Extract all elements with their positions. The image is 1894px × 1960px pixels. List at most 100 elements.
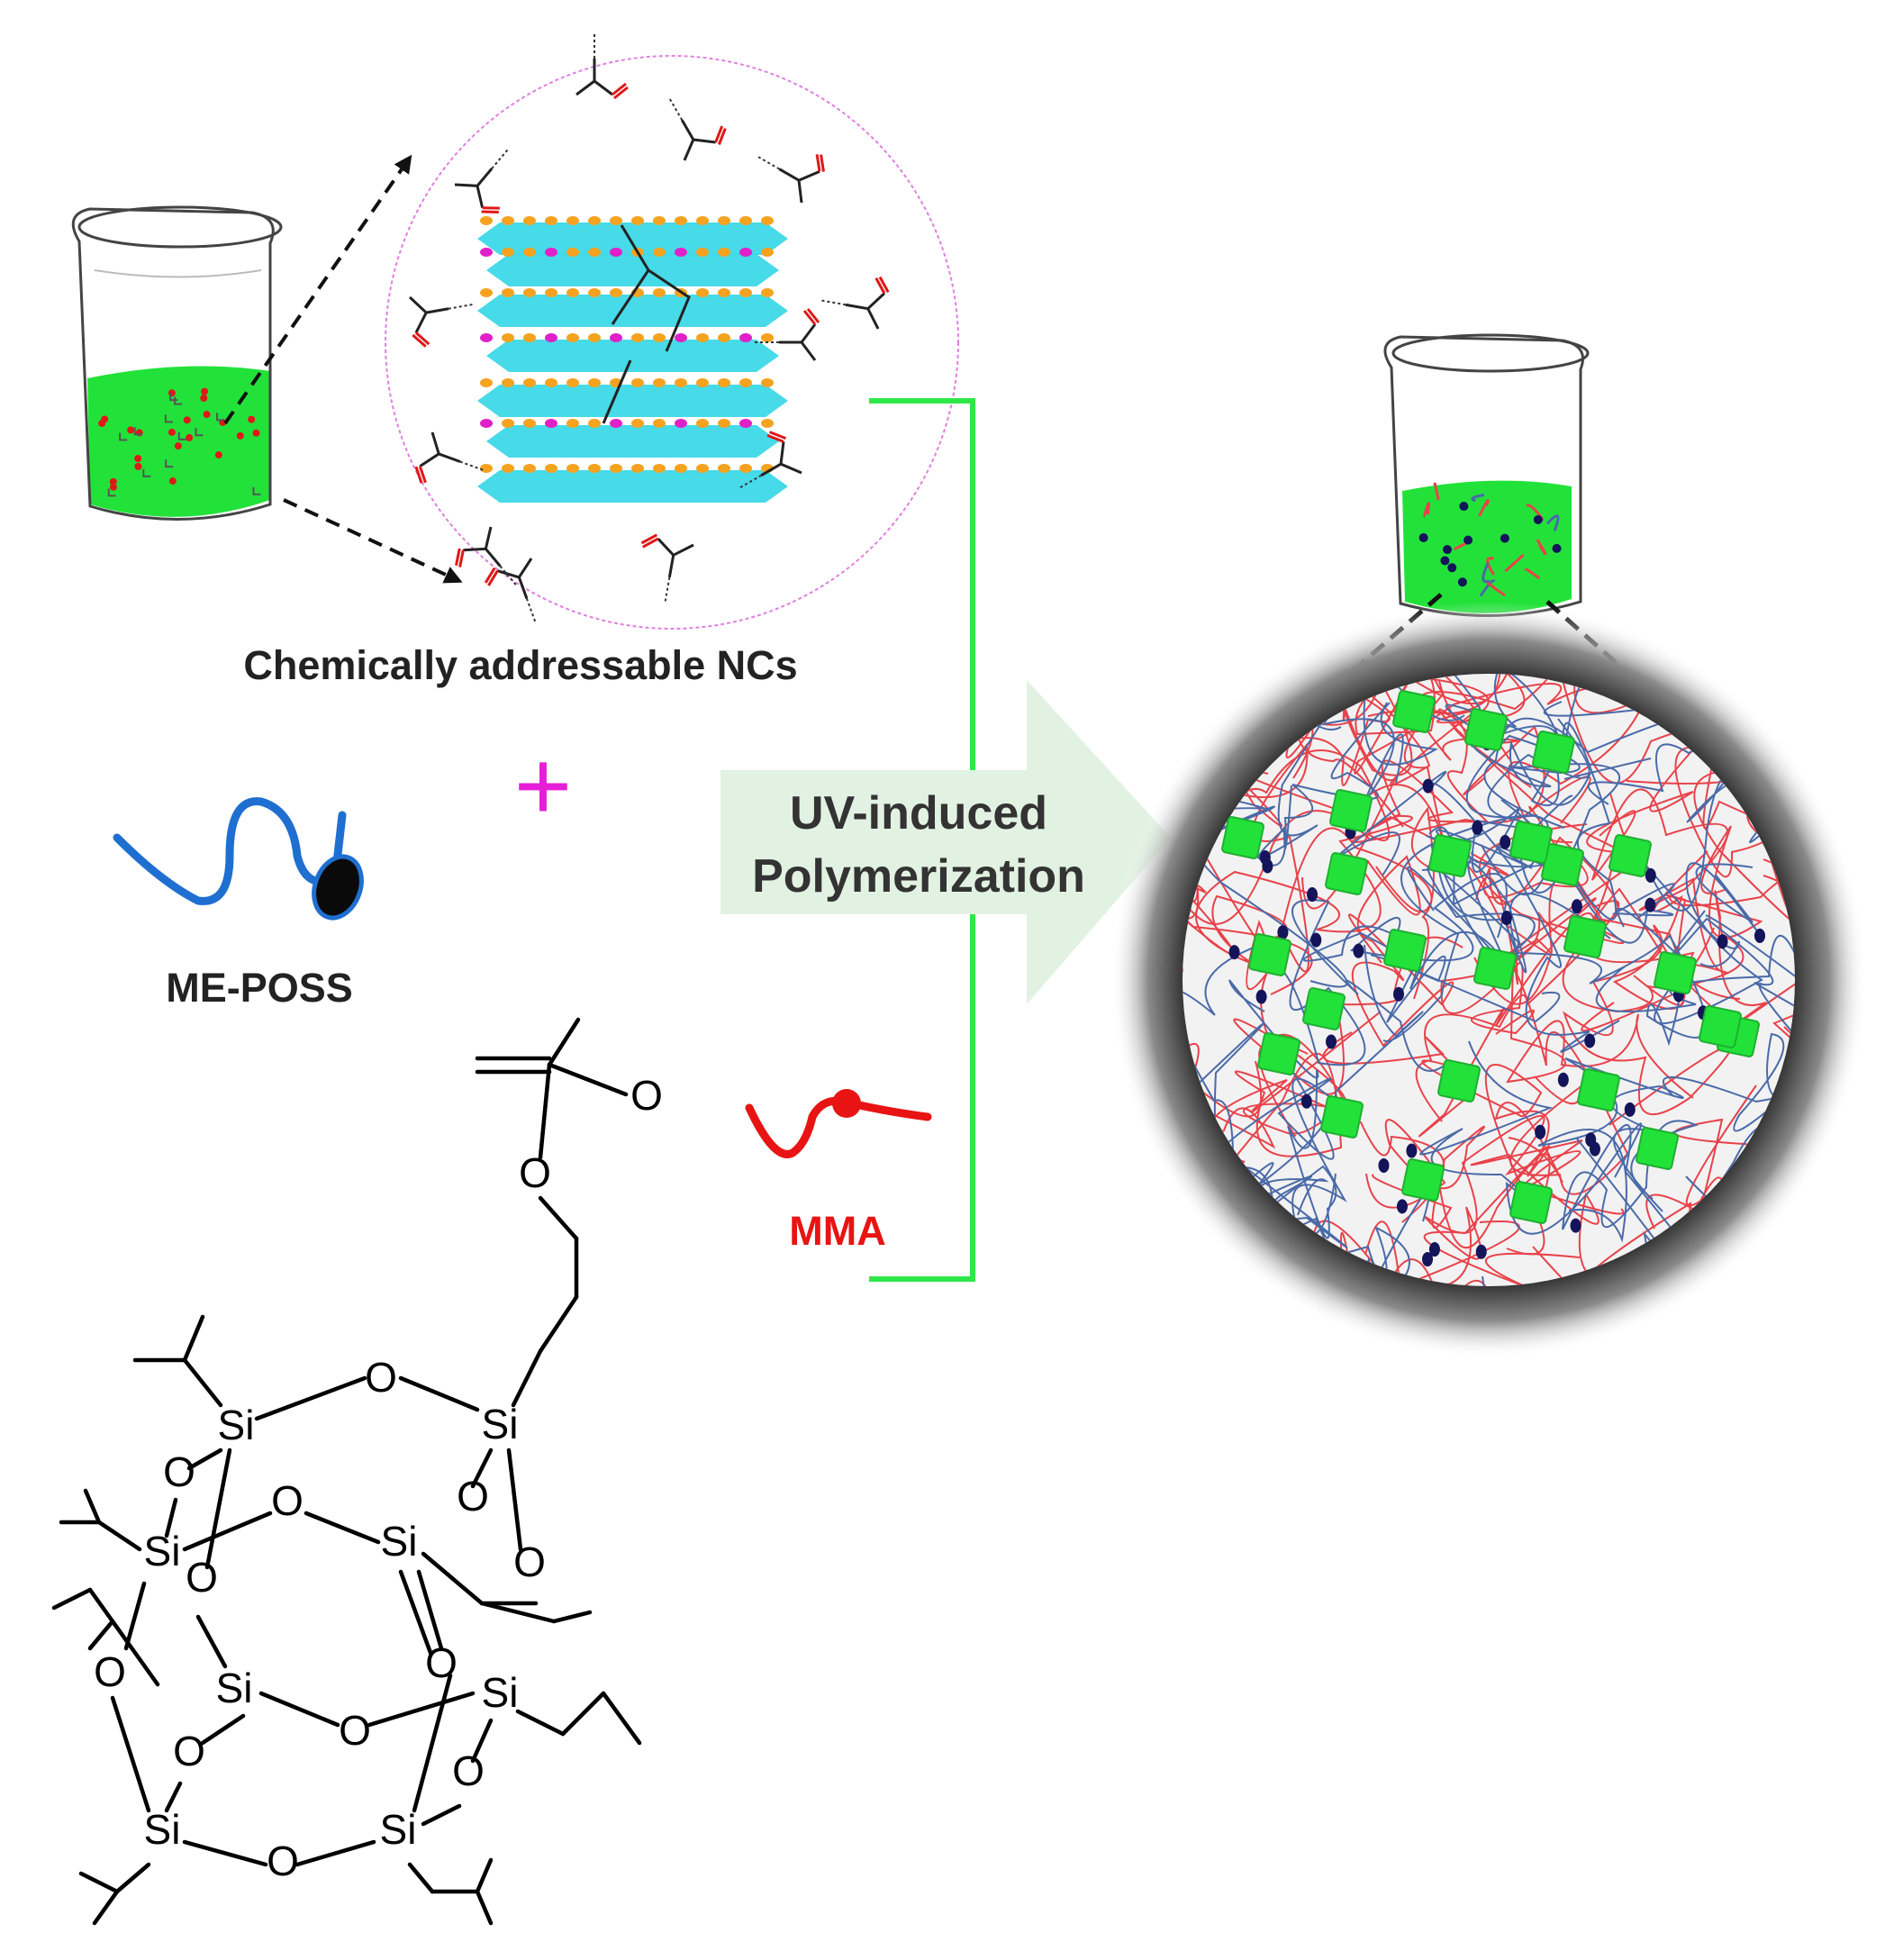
surface-atom — [739, 378, 752, 387]
ligand-bond — [463, 526, 502, 567]
surface-atom — [739, 216, 752, 225]
acrylate-ligand — [575, 32, 629, 100]
atom-o: O — [173, 1728, 205, 1774]
crosslink-node — [1277, 925, 1289, 940]
chem-bond — [204, 1447, 232, 1570]
chem-bond — [538, 1062, 552, 1160]
chem-bond — [200, 1713, 246, 1746]
crystal-layer — [477, 222, 788, 255]
ligand-mark — [119, 432, 128, 441]
surface-atom — [631, 333, 644, 342]
ligand-bond — [845, 292, 885, 330]
nanocrystal-cube — [1464, 708, 1508, 751]
internal-bonds — [602, 224, 691, 424]
surface-atom — [718, 419, 730, 428]
particle-dot — [248, 415, 256, 423]
crosslink-node — [1392, 986, 1404, 1002]
crosslink-node — [1353, 943, 1364, 958]
crosslink-node — [1589, 1141, 1600, 1157]
surface-atom — [631, 216, 644, 225]
nanocrystal-cube — [1248, 933, 1291, 976]
polymer-chain — [1322, 1031, 1545, 1256]
atom-o: O — [513, 1538, 546, 1585]
mini-chain — [1545, 514, 1560, 531]
chem-bond — [421, 1803, 462, 1827]
polymer-chain — [1705, 914, 1795, 1132]
surface-atom — [523, 333, 536, 342]
carbonyl-bond — [414, 466, 427, 484]
nanocrystal-cube — [1563, 915, 1607, 958]
crosslink-node — [1422, 1252, 1434, 1267]
mini-node — [1533, 514, 1543, 524]
surface-atom — [739, 333, 752, 342]
surface-atom — [480, 288, 493, 297]
nanocrystal-cube — [1428, 834, 1472, 877]
crosslink-node — [1422, 778, 1434, 794]
nanocrystal-cube — [1654, 951, 1697, 994]
left-beaker-rim — [77, 205, 283, 249]
mini-chain — [1478, 498, 1490, 517]
me-poss-schematic — [113, 797, 364, 921]
crystal-layer — [486, 340, 779, 372]
polymer-chain — [1222, 1052, 1445, 1223]
surface-atom — [739, 419, 752, 428]
surface-atom — [502, 378, 514, 387]
surface-atom — [523, 419, 536, 428]
crosslink-node — [1472, 820, 1483, 835]
polymer-chain — [1427, 844, 1536, 974]
nanocrystal-layers — [477, 216, 788, 503]
chem-bond — [123, 1581, 147, 1651]
surface-atom — [761, 333, 774, 342]
chem-bond — [547, 1062, 629, 1097]
surface-atom — [718, 378, 730, 387]
surface-atom — [502, 216, 514, 225]
chem-bond — [515, 1709, 566, 1737]
mini-chain — [1479, 579, 1496, 597]
mini-chain — [1422, 502, 1431, 518]
surface-atom — [696, 378, 709, 387]
surface-atom — [696, 464, 709, 473]
surface-atom — [610, 419, 622, 428]
atom-si: Si — [380, 1806, 417, 1853]
coordination-bond — [491, 147, 511, 169]
polymer-chain — [1654, 929, 1795, 1282]
ligand-mark — [142, 468, 151, 477]
ligand-bond — [681, 119, 716, 161]
atom-si: Si — [216, 1665, 253, 1711]
acrylate-ligand — [667, 95, 727, 161]
nanocrystal-cube — [1257, 1032, 1300, 1075]
surface-atom — [545, 216, 557, 225]
surface-atom — [696, 248, 709, 257]
chem-bond — [186, 1447, 223, 1471]
surface-atom — [653, 419, 666, 428]
chem-bond — [475, 1857, 494, 1894]
crosslink-node — [1378, 1157, 1390, 1173]
chem-bond — [110, 1619, 160, 1687]
particle-dot — [135, 429, 143, 437]
surface-atom — [523, 216, 536, 225]
chem-bond — [398, 1569, 433, 1656]
crosslink-node — [1754, 928, 1766, 943]
chem-bond — [506, 1447, 523, 1552]
crosslink-node — [1475, 1244, 1487, 1259]
surface-atom — [588, 333, 601, 342]
particle-dot — [109, 477, 117, 485]
atom-si: Si — [144, 1528, 181, 1574]
zoom-line-lower — [283, 498, 463, 584]
surface-atom — [523, 464, 536, 473]
atom-o: O — [186, 1554, 218, 1601]
surface-atom — [610, 248, 622, 257]
chem-bond — [511, 1348, 543, 1408]
particle-dot — [203, 411, 211, 419]
crosslink-node — [1262, 858, 1273, 874]
particle-dot — [186, 433, 194, 441]
acrylate-ligand — [484, 558, 538, 624]
polymer-chain — [1391, 1115, 1625, 1286]
particle-dot — [174, 442, 182, 450]
surface-atom — [502, 419, 514, 428]
polymer-chain — [1686, 674, 1795, 823]
mma-schematic — [745, 1089, 932, 1158]
arrow-label-line1: UV-induced — [790, 787, 1047, 839]
nc-caption: Chemically addressable NCs — [243, 642, 797, 688]
surface-atom — [761, 288, 774, 297]
